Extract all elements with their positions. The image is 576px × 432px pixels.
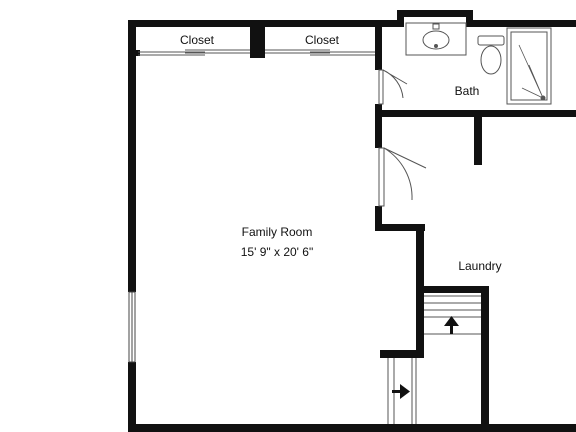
closet-left-label: Closet (180, 33, 215, 47)
laundry-door (378, 147, 427, 207)
wall-family-laundry-ledge (375, 224, 425, 231)
wall-laundry-stub (474, 117, 482, 165)
walls (128, 10, 576, 432)
wall-bath-step-vertical-right (466, 10, 473, 27)
closet-divider (250, 20, 265, 58)
wall-stair-top (416, 286, 488, 293)
wall-family-stair-top (380, 350, 424, 358)
toilet-icon (480, 45, 502, 75)
family-room-label: Family Room (242, 225, 313, 239)
stairs-up (424, 295, 481, 335)
arrow-up-icon (444, 316, 459, 334)
laundry-label: Laundry (458, 259, 501, 273)
wall-bottom (128, 424, 576, 432)
family-room-dims: 15' 9" x 20' 6" (241, 245, 313, 259)
bath-door (378, 69, 408, 105)
wall-top-bath-step (381, 20, 401, 27)
wall-bath-left-upper (375, 20, 382, 70)
wall-stair-right (481, 286, 489, 432)
bath-fixtures (405, 22, 552, 105)
shower (506, 27, 552, 105)
wall-left-upper (128, 20, 136, 292)
wall-family-laundry-top (375, 206, 382, 230)
wall-top-bath (397, 10, 471, 17)
wall-bath-bottom (375, 110, 576, 117)
sink-icon (422, 30, 450, 50)
wall-top-right (468, 20, 576, 27)
closet-doors-left (138, 49, 250, 56)
bath-label: Bath (455, 84, 480, 98)
arrow-right-icon (392, 384, 410, 399)
wall-left-lower (128, 362, 136, 432)
closet-right-label: Closet (305, 33, 340, 47)
closet-doors-right (265, 49, 375, 56)
vanity (405, 22, 467, 56)
toilet-tank (477, 35, 505, 46)
wall-bath-left-mid (375, 104, 382, 148)
window-left (128, 291, 136, 363)
wall-bath-step-vertical (397, 10, 404, 27)
closet-wall-left-end (136, 50, 140, 56)
